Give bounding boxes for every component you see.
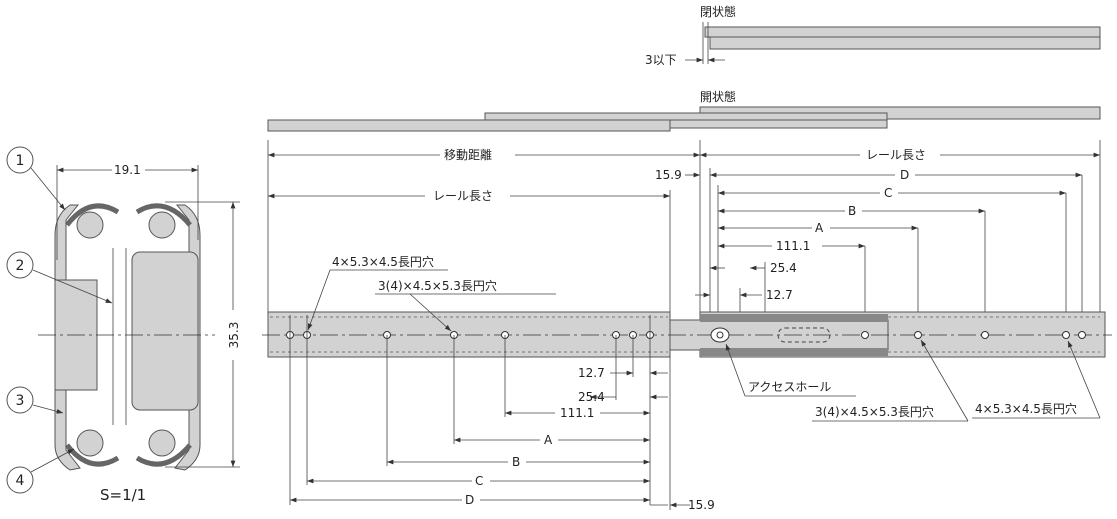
dim-111-top: 111.1 (776, 239, 810, 253)
callout-slot-right-a: 4×5.3×4.5長円穴 (975, 401, 1077, 416)
bottom-dimensions: 12.7 25.4 111.1 A B C D 15.9 (290, 357, 715, 512)
rail-front-view (262, 311, 1112, 505)
dim-B-top: B (848, 204, 856, 218)
dim-C-top: C (884, 186, 892, 200)
callout-access-hole: アクセスホール (748, 380, 831, 394)
svg-text:1: 1 (16, 153, 25, 169)
offset-bottom-label: 15.9 (688, 498, 715, 512)
top-dimensions: 移動距離 レール長さ レール長さ 15.9 D C B A 111.1 25.4… (267, 140, 1101, 330)
dim-A-bottom: A (544, 433, 553, 447)
part-callout-1: 1 (6, 146, 66, 211)
gap-label: 3以下 (645, 53, 677, 67)
cross-section-view: 19.1 35.3 S=1/1 1 2 3 4 (6, 146, 241, 504)
section-width-label: 19.1 (114, 163, 141, 177)
dim-B-bottom: B (512, 455, 520, 469)
svg-text:2: 2 (16, 258, 25, 274)
callout-slot-left-b: 3(4)×4.5×5.3長円穴 (378, 278, 497, 293)
mounting-holes (286, 327, 1086, 343)
part-callout-4: 4 (6, 448, 75, 494)
open-state-view: 開状態 (267, 89, 1101, 132)
travel-label: 移動距離 (444, 148, 492, 162)
section-height-label: 35.3 (227, 322, 241, 349)
callouts: 4×5.3×4.5長円穴 3(4)×4.5×5.3長円穴 アクセスホール 3(4… (307, 254, 1101, 422)
dim-25-top: 25.4 (770, 261, 797, 275)
scale-label: S=1/1 (100, 486, 146, 504)
dim-12-bottom: 12.7 (578, 366, 605, 380)
part-callout-2: 2 (6, 251, 113, 304)
closed-state-view: 閉状態 3以下 (645, 4, 1101, 67)
dim-D-bottom: D (465, 493, 474, 507)
callout-slot-right-b: 3(4)×4.5×5.3長円穴 (815, 404, 934, 419)
dim-111-bottom: 111.1 (560, 406, 594, 420)
svg-text:4: 4 (16, 473, 25, 489)
dim-12-top: 12.7 (766, 288, 793, 302)
offset-top-label: 15.9 (655, 168, 682, 182)
dim-D-top: D (900, 168, 909, 182)
rail-length-right-label: レール長さ (866, 148, 926, 162)
dim-25-bottom: 25.4 (578, 390, 605, 404)
svg-text:3: 3 (16, 393, 25, 409)
open-state-title: 開状態 (700, 89, 736, 104)
callout-slot-left-a: 4×5.3×4.5長円穴 (332, 254, 434, 269)
part-callout-3: 3 (6, 386, 64, 414)
dim-C-bottom: C (475, 474, 483, 488)
closed-state-title: 閉状態 (700, 4, 736, 19)
dim-A-top: A (815, 221, 824, 235)
rail-length-left-label: レール長さ (433, 189, 493, 203)
